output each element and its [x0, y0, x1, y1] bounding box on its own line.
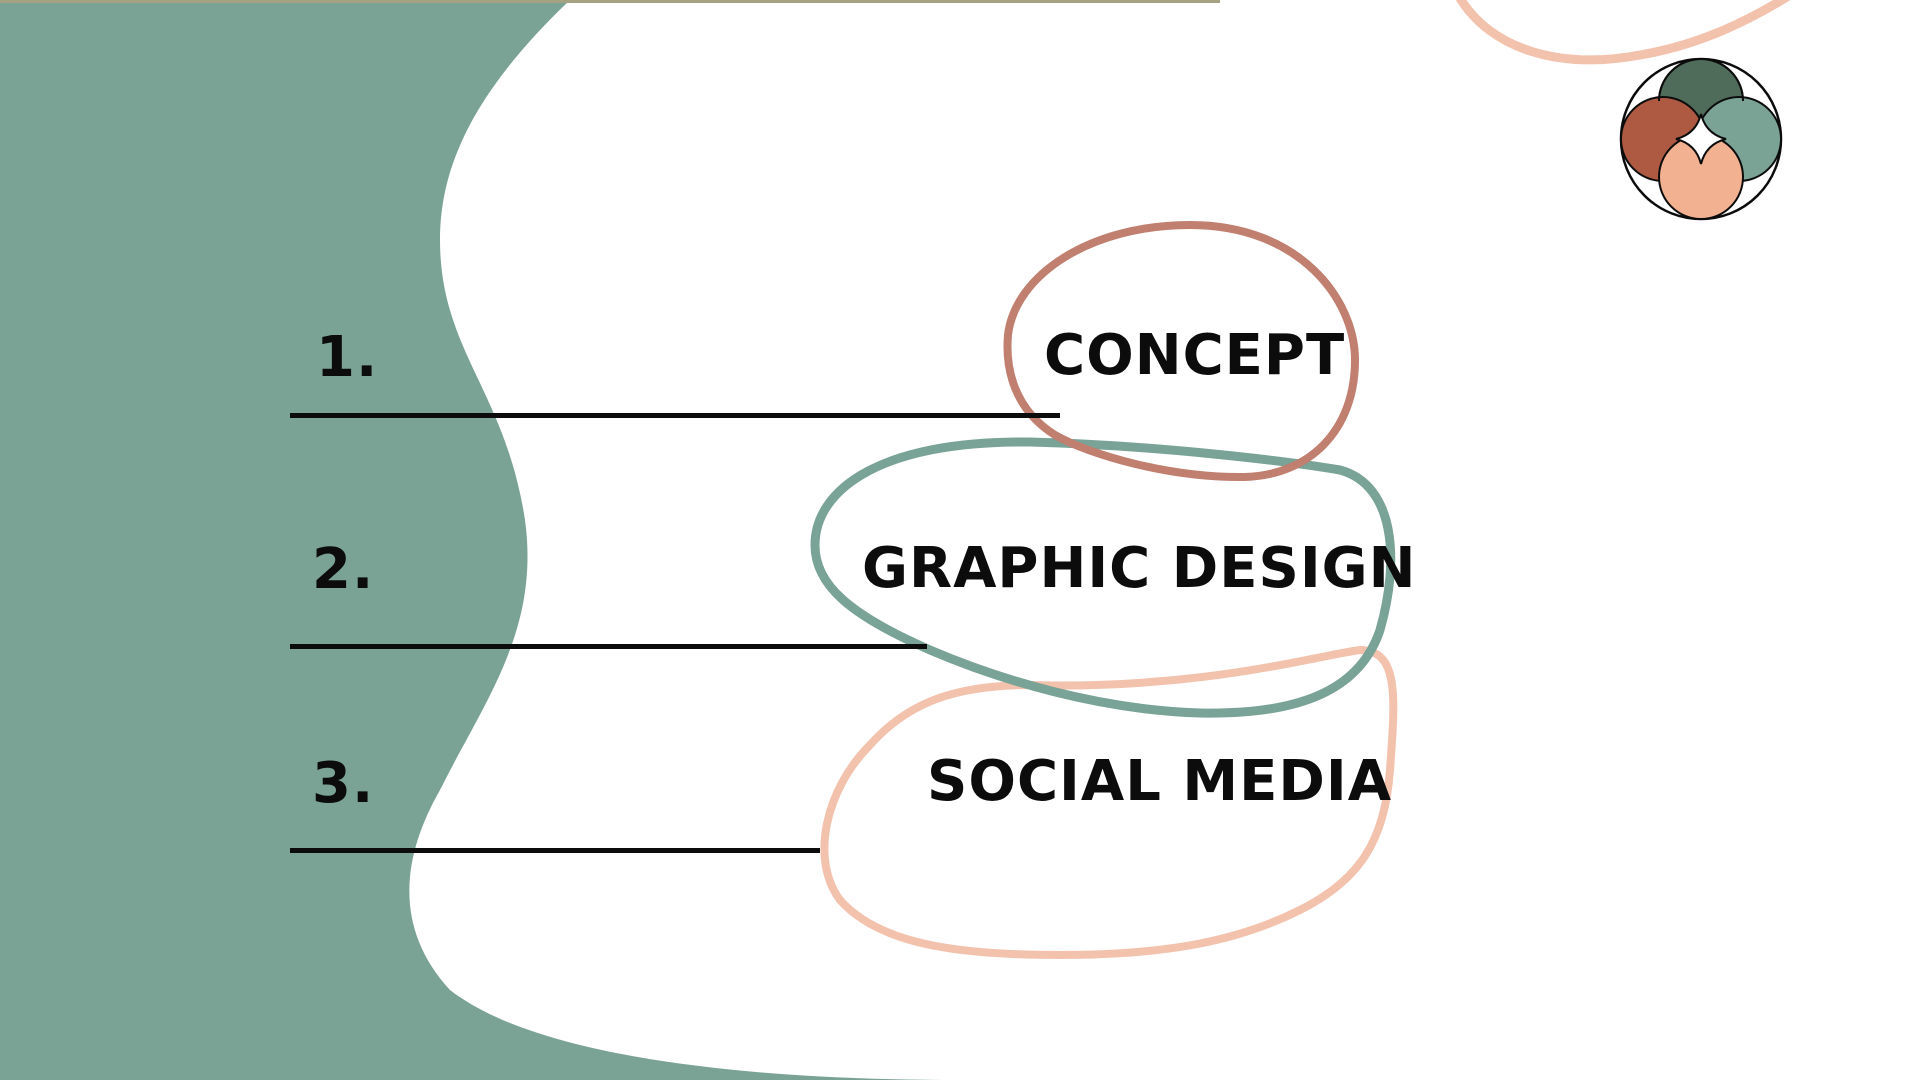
item-rule-3: [290, 848, 820, 853]
item-label-graphic-design: GRAPHIC DESIGN: [862, 536, 1417, 601]
top-right-peach-arc: [1455, 0, 1791, 65]
item-label-social-media: SOCIAL MEDIA: [927, 749, 1393, 814]
item-label-concept: CONCEPT: [1044, 323, 1346, 388]
top-strip: [0, 0, 1220, 3]
graphic-design-blob-outline: [810, 437, 1396, 718]
concept-blob-outline: [1003, 220, 1360, 482]
item-number-3: 3.: [312, 751, 375, 816]
item-number-1: 1.: [316, 325, 379, 390]
item-rule-2: [290, 644, 927, 649]
item-rule-1: [290, 413, 1060, 418]
social-media-blob-outline: [820, 645, 1398, 960]
item-number-2: 2.: [312, 537, 375, 602]
green-wave-panel: [0, 0, 960, 1080]
four-petal-circle-logo-icon: [1619, 57, 1783, 221]
